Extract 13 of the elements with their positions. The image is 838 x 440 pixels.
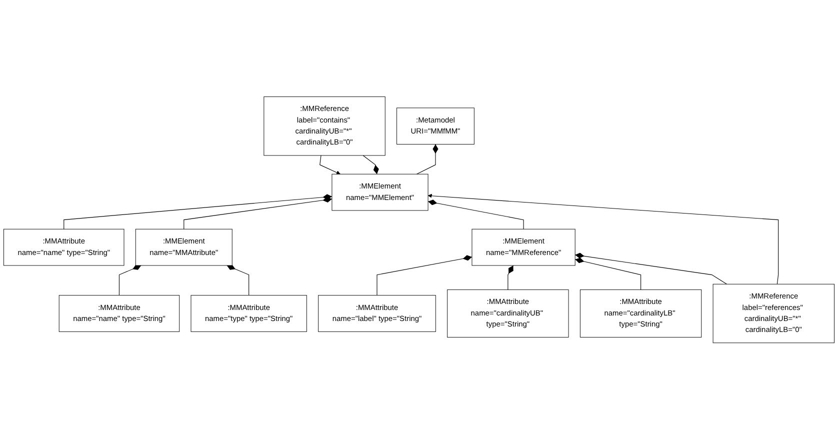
arrow	[320, 155, 340, 175]
connector	[508, 265, 514, 290]
connector	[184, 197, 332, 230]
connector	[574, 258, 642, 290]
arrow	[428, 194, 779, 285]
connector	[118, 264, 142, 296]
connector	[428, 200, 524, 230]
connector	[376, 255, 472, 296]
connector	[226, 264, 250, 296]
connector	[64, 194, 332, 230]
connector	[574, 252, 728, 285]
connector	[362, 155, 379, 175]
connector	[416, 144, 438, 175]
